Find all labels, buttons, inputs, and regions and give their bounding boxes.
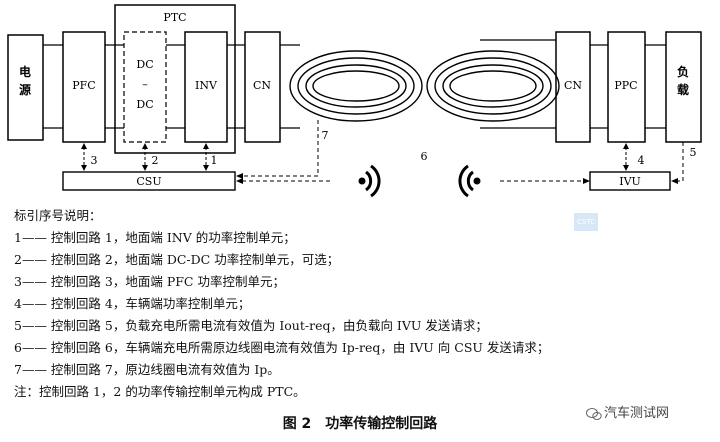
csu-label: CSU <box>136 175 161 188</box>
power-lines <box>43 39 666 129</box>
legend-note: 注：控制回路 1，2 的功率传输控制单元构成 PTC。 <box>14 384 306 399</box>
power-source-label-1: 电 <box>19 64 31 79</box>
pfc-block <box>62 31 106 143</box>
stamp-logo: CSTC <box>574 213 598 231</box>
control-loop-arrows <box>83 147 627 167</box>
loop-number-5: 5 <box>690 146 697 159</box>
loop-number-1: 1 <box>211 154 218 167</box>
legend-item-1: 1—— 控制回路 1，地面端 INV 的功率控制单元； <box>14 230 296 245</box>
control-loop-arrowheads <box>81 143 629 171</box>
load-label-1: 负 <box>677 64 689 79</box>
csu-block <box>62 171 236 191</box>
wireless-signal-icon-right <box>458 164 481 198</box>
primary-coil <box>289 50 423 122</box>
loop-number-7: 7 <box>322 129 329 142</box>
pfc-label: PFC <box>72 79 95 92</box>
ppc-block <box>607 31 646 143</box>
wireless-signal-icon-left <box>358 164 381 198</box>
loop-number-6: 6 <box>421 150 428 163</box>
ivu-label: IVU <box>619 175 641 188</box>
legend-item-6: 6—— 控制回路 6，车辆端充电所需原边线圈电流有效值为 Ip-req，由 IV… <box>14 340 550 355</box>
loop-number-3: 3 <box>91 154 98 167</box>
loop-5-line <box>677 142 684 182</box>
power-transfer-control-diagram: PTC 电 源 PFC DC – DC INV CN CN <box>7 4 702 198</box>
legend-heading: 标引序号说明： <box>14 208 102 223</box>
loop-6-arrowhead-right <box>583 178 590 184</box>
dcdc-bottom-label: DC <box>136 98 153 111</box>
loop-6-arrowhead-left <box>236 178 243 184</box>
load-label-2: 载 <box>677 82 689 97</box>
loop-number-4: 4 <box>638 154 645 167</box>
loop-number-2: 2 <box>152 154 159 167</box>
ptc-enclosure <box>114 4 236 154</box>
legend-item-2: 2—— 控制回路 2，地面端 DC-DC 功率控制单元，可选； <box>14 252 340 267</box>
power-source-label-2: 源 <box>19 82 31 97</box>
inv-block <box>184 31 228 143</box>
legend-item-5: 5—— 控制回路 5，负载充电所需电流有效值为 Iout-req，由负载向 IV… <box>14 318 488 333</box>
ppc-label: PPC <box>614 79 637 92</box>
legend-item-7: 7—— 控制回路 7，原边线圈电流有效值为 Ip。 <box>14 362 280 377</box>
dcdc-top-label: DC <box>136 58 153 71</box>
loop-7-arrowhead <box>236 173 243 179</box>
dcdc-dash: – <box>142 78 148 91</box>
cn-left-label: CN <box>253 79 271 92</box>
cn-right-label: CN <box>564 79 582 92</box>
watermark-text: 汽车测试网 <box>604 406 670 421</box>
legend-item-4: 4—— 控制回路 4，车辆端功率控制单元； <box>14 296 251 311</box>
watermark: 汽车测试网 <box>586 402 669 421</box>
cn-left-block <box>244 31 281 143</box>
power-source-block <box>7 34 44 141</box>
secondary-coil <box>426 50 560 122</box>
cn-right-block <box>555 31 591 143</box>
legend-item-3: 3—— 控制回路 3，地面端 PFC 功率控制单元； <box>14 274 285 289</box>
inv-label: INV <box>195 79 218 92</box>
dcdc-block <box>123 31 167 143</box>
loop-7-line <box>242 120 330 182</box>
ptc-title: PTC <box>163 11 186 24</box>
figure-caption: 图 2 功率传输控制回路 <box>282 416 438 432</box>
loop-5-arrowhead <box>671 178 678 184</box>
wechat-icon <box>586 407 602 420</box>
